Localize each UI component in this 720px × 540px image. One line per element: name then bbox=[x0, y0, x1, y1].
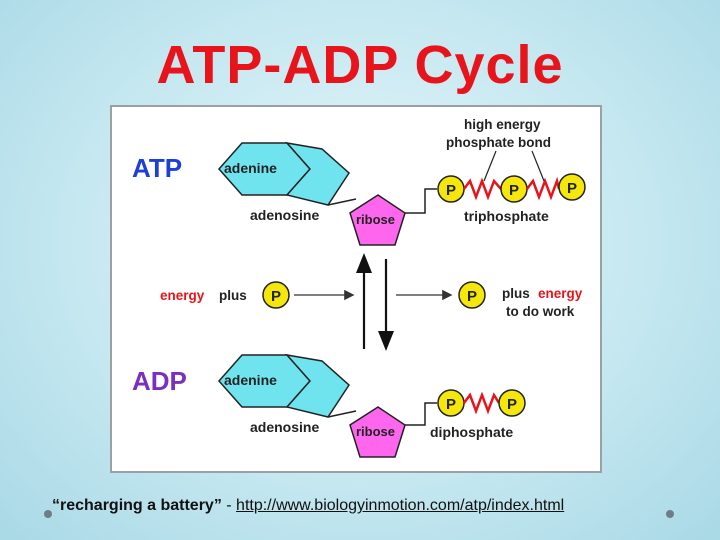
atp-phosphate-3 bbox=[558, 173, 586, 201]
adp-phosphate-2-label: P bbox=[507, 396, 517, 413]
energy-out-label: energy bbox=[538, 286, 583, 301]
free-phosphate-right-label: P bbox=[467, 288, 477, 305]
caption-separator: - bbox=[221, 497, 237, 514]
atp-phosphate-3-label: P bbox=[567, 180, 577, 197]
atp-adenosine-label: adenosine bbox=[250, 207, 319, 223]
adp-adenosine-label: adenosine bbox=[250, 419, 319, 435]
high-energy-label-line2: phosphate bond bbox=[446, 135, 551, 150]
plus-right-label: plus bbox=[502, 286, 530, 301]
high-energy-label-line1: high energy bbox=[464, 117, 541, 132]
atp-high-energy-bond-2 bbox=[526, 176, 561, 201]
plus-left-label: plus bbox=[219, 288, 247, 303]
atp-ribose-pentagon bbox=[349, 194, 406, 246]
adp-high-energy-bond bbox=[463, 391, 501, 415]
atp-high-energy-bond-1 bbox=[463, 177, 502, 201]
adp-ribose-label: ribose bbox=[356, 424, 395, 439]
slide-title: ATP-ADP Cycle bbox=[156, 35, 564, 95]
triphosphate-label: triphosphate bbox=[464, 208, 549, 224]
atp-adenine-label: adenine bbox=[224, 160, 277, 176]
atp-phosphate-2-label: P bbox=[509, 182, 519, 199]
slide-caption: “recharging a battery” - http://www.biol… bbox=[52, 497, 672, 515]
source-link[interactable]: http://www.biologyinmotion.com/atp/index… bbox=[236, 497, 565, 514]
bullet-dot-right bbox=[666, 510, 674, 518]
adp-phosphate-2 bbox=[498, 389, 526, 417]
atp-adp-diagram: ATP adenine adenosine ribose P P P high … bbox=[110, 105, 602, 473]
bullet-dot-left bbox=[44, 510, 52, 518]
free-phosphate-left-label: P bbox=[271, 288, 281, 305]
free-phosphate-left bbox=[262, 281, 290, 309]
adp-label: ADP bbox=[132, 366, 187, 396]
diphosphate-label: diphosphate bbox=[430, 424, 513, 440]
adp-ribose-pentagon bbox=[349, 406, 406, 458]
free-phosphate-right bbox=[458, 281, 486, 309]
adp-phosphate-1-label: P bbox=[446, 396, 456, 413]
diagram-svg: ATP adenine adenosine ribose P P P high … bbox=[132, 117, 586, 458]
to-do-work-label: to do work bbox=[506, 304, 575, 319]
atp-label: ATP bbox=[132, 153, 182, 183]
atp-phosphate-1-label: P bbox=[446, 182, 456, 199]
atp-ribose-label: ribose bbox=[356, 212, 395, 227]
adp-adenine-label: adenine bbox=[224, 372, 277, 388]
caption-quote: “recharging a battery” bbox=[52, 497, 222, 514]
energy-in-label: energy bbox=[160, 288, 205, 303]
